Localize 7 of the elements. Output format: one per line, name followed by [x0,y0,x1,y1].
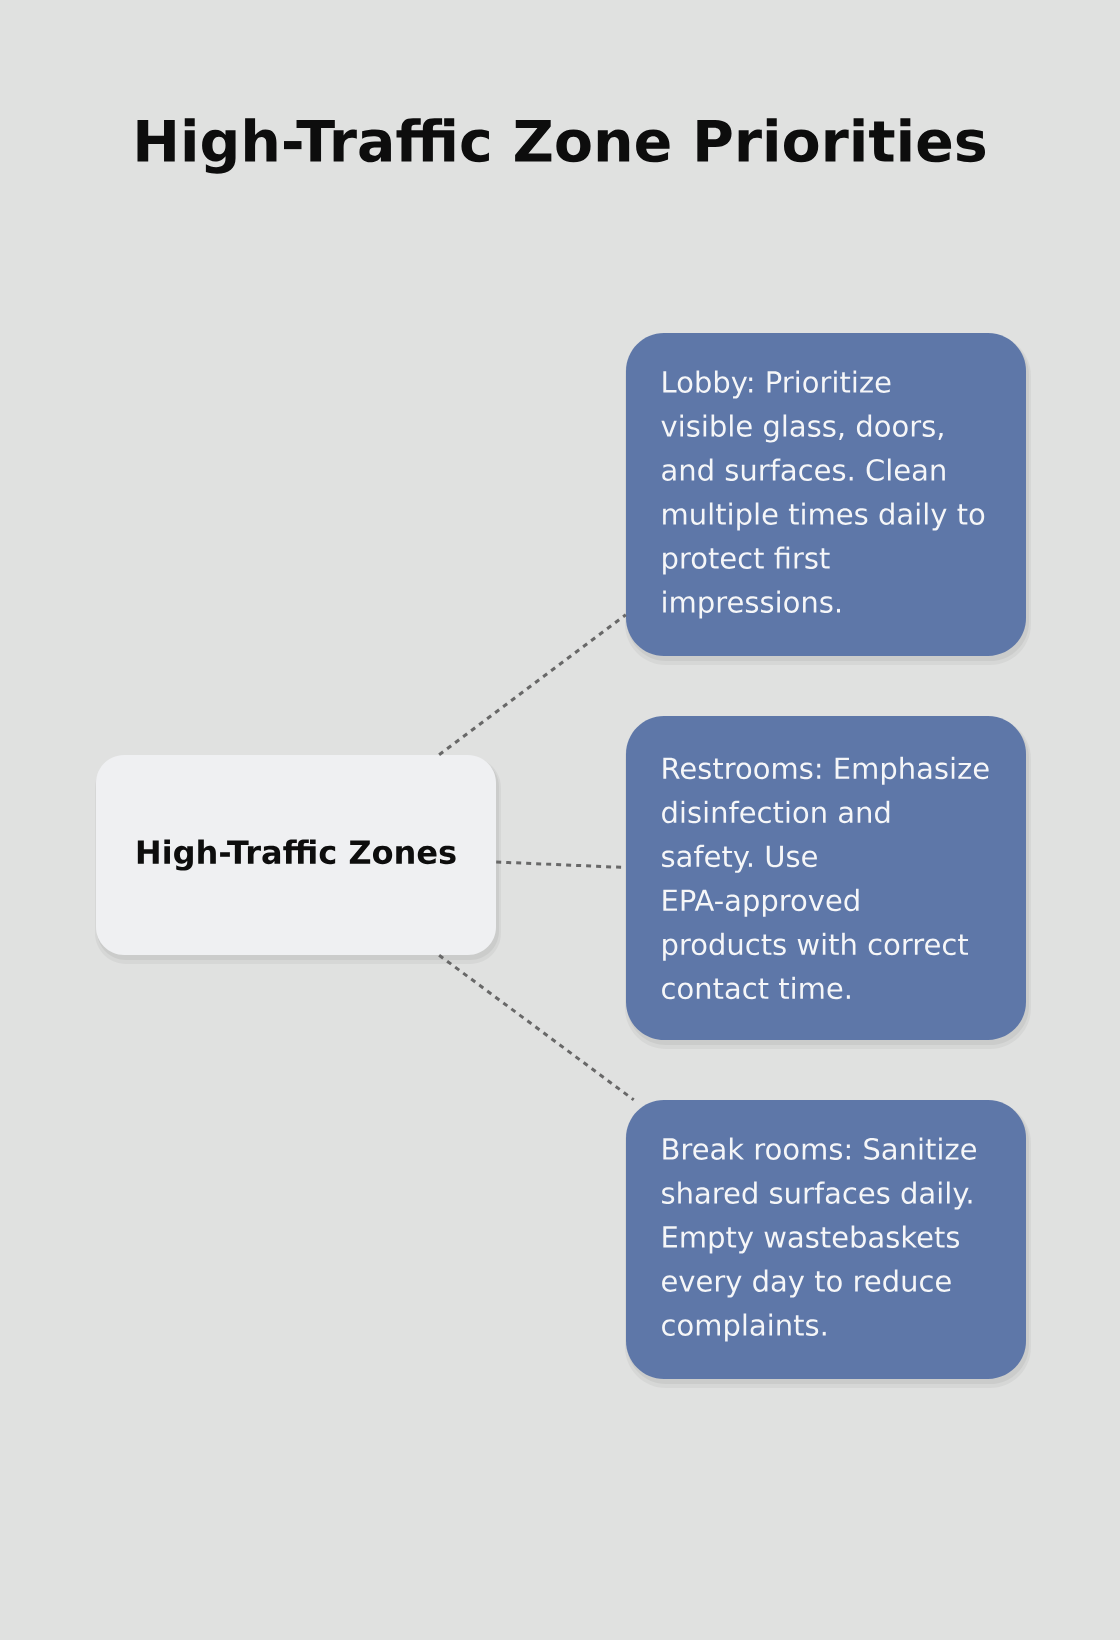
info-box: Lobby: Prioritize visible glass, doors, and surfaces. Clean multiple times daily to protect first impressions. [625,333,1031,665]
connector-line [438,954,635,1101]
connector-line [438,613,627,756]
title: High-Traffic Zone Priorities [137,118,986,174]
info-box: Break rooms: Sanitize shared surfaces daily. Empty wastebaskets every day to reduce complaints. [625,1100,1031,1388]
topic-box: High-Traffic Zones [95,755,501,964]
info-box: Restrooms: Emphasize disinfection and safety. Use EPA-approved products with correct contact time. [625,716,1031,1049]
